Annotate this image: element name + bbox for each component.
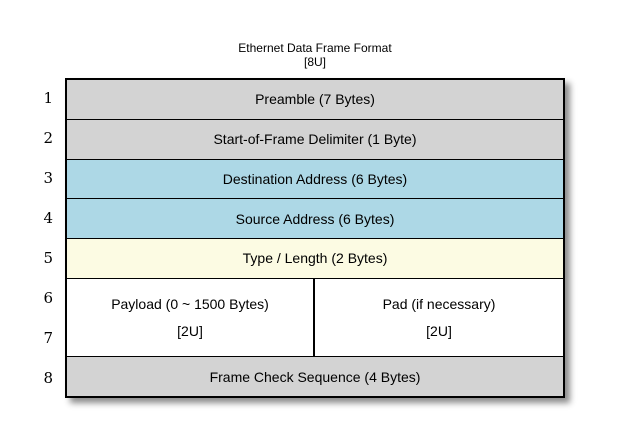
cell-label-sfd: Start-of-Frame Delimiter (1 Byte): [213, 131, 417, 148]
cell-pad: Pad (if necessary) [2U]: [315, 278, 563, 357]
row-preamble: Preamble (7 Bytes): [67, 80, 563, 120]
frame-format-table: Preamble (7 Bytes) Start-of-Frame Delimi…: [65, 78, 565, 398]
cell-label-pad-units: [2U]: [426, 322, 452, 339]
row-frame-check-sequence: Frame Check Sequence (4 Bytes): [67, 357, 563, 396]
cell-label-payload: Payload (0 ~ 1500 Bytes): [111, 295, 269, 312]
row-source-address: Source Address (6 Bytes): [67, 199, 563, 239]
row-start-of-frame-delimiter: Start-of-Frame Delimiter (1 Byte): [67, 119, 563, 160]
diagram-subtitle: [8U]: [303, 55, 326, 69]
cell-label-type-length: Type / Length (2 Bytes): [242, 250, 388, 267]
row-type-length: Type / Length (2 Bytes): [67, 239, 563, 279]
cell-label-payload-units: [2U]: [177, 322, 203, 339]
unit-number-5: 5: [43, 249, 53, 267]
unit-number-column: 1 2 3 4 5 6 7 8: [0, 78, 57, 398]
cell-label-source-address: Source Address (6 Bytes): [235, 210, 395, 227]
unit-number-3: 3: [43, 169, 53, 187]
cell-payload: Payload (0 ~ 1500 Bytes) [2U]: [67, 278, 315, 357]
diagram-title: Ethernet Data Frame Format: [238, 41, 392, 55]
cell-label-pad: Pad (if necessary): [382, 295, 496, 312]
unit-number-8: 8: [43, 369, 53, 387]
cell-label-fcs: Frame Check Sequence (4 Bytes): [209, 368, 421, 385]
diagram-title-block: Ethernet Data Frame Format [8U]: [65, 41, 565, 69]
cell-label-preamble: Preamble (7 Bytes): [255, 91, 375, 108]
unit-number-4: 4: [43, 209, 53, 227]
unit-number-1: 1: [43, 89, 53, 107]
row-destination-address: Destination Address (6 Bytes): [67, 159, 563, 200]
unit-number-7: 7: [43, 329, 53, 347]
row-payload-pad: Payload (0 ~ 1500 Bytes) [2U] Pad (if ne…: [67, 278, 563, 358]
unit-number-2: 2: [43, 129, 53, 147]
cell-label-destination-address: Destination Address (6 Bytes): [222, 170, 408, 187]
unit-number-6: 6: [43, 289, 53, 307]
